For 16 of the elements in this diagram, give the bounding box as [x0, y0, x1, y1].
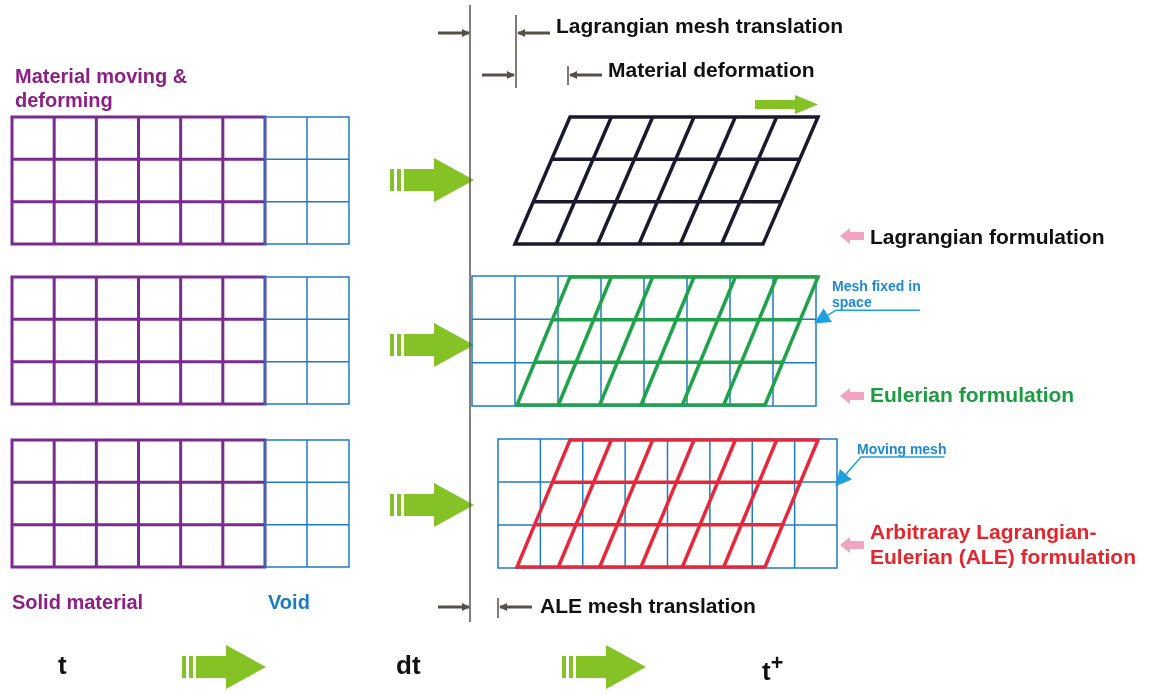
dimension-label: ALE mesh translation	[540, 593, 756, 619]
dimension-label: Lagrangian mesh translation	[556, 13, 844, 39]
time-label: t	[58, 650, 67, 682]
time-label: t$^{+}$	[762, 650, 784, 687]
heading-text: Material moving & deforming	[15, 64, 189, 112]
annotation-text: Mesh fixed in space	[832, 278, 922, 311]
formulation-label: Eulerian formulation	[870, 382, 1075, 408]
time-label: dt	[396, 650, 421, 682]
annotation-text: Moving mesh	[857, 441, 947, 458]
leader-line	[814, 308, 921, 324]
formulation-label: Arbitraray Lagrangian-Eulerian (ALE) formulation	[870, 519, 1137, 570]
leader-line	[835, 456, 946, 487]
formulation-label: Lagrangian formulation	[870, 224, 1105, 250]
legend-text: Solid material	[12, 590, 144, 614]
dimension-label: Material deformation	[608, 57, 815, 83]
legend-text: Void	[268, 590, 310, 614]
